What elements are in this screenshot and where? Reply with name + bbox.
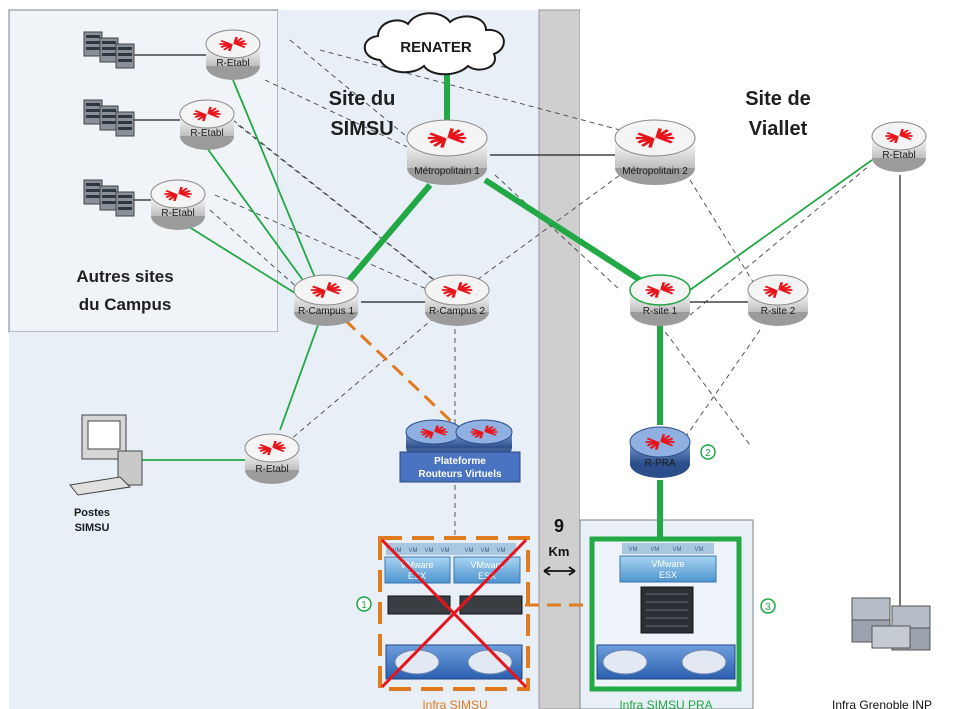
svg-text:VMware: VMware (400, 560, 433, 570)
router-site-1: R-site 1 (629, 274, 691, 326)
distance-indicator: 9 Km (543, 516, 576, 576)
router-site-2: R-site 2 (747, 274, 809, 326)
solid-links (120, 54, 901, 615)
marker-1: 1 (356, 596, 372, 612)
site-simsu-label: Site du SIMSU (329, 88, 396, 140)
router-etabl-4: R-Etabl (871, 121, 927, 172)
svg-text:2: 2 (705, 448, 711, 459)
svg-text:ESX: ESX (478, 571, 496, 581)
infra-simsu-label: Infra SIMSU (422, 698, 487, 709)
site-viallet-label: Site de Viallet (745, 88, 811, 140)
svg-text:VM: VM (629, 547, 638, 553)
infra-grenoble-label: Infra Grenoble INP (832, 698, 932, 709)
marker-3: 3 (760, 598, 776, 614)
svg-text:ESX: ESX (659, 570, 677, 580)
router-campus-1: R-Campus 1 (293, 274, 359, 326)
storage-disk-icon (681, 649, 727, 675)
svg-text:9: 9 (554, 516, 564, 536)
svg-text:Km: Km (549, 544, 570, 559)
renater-label: RENATER (400, 39, 472, 56)
infra-simsu-pra: VM VM VM VM VMware ESX Infra SIMSU PRA (589, 536, 742, 709)
svg-text:VM: VM (425, 548, 434, 554)
svg-text:Métropolitain 2: Métropolitain 2 (622, 166, 688, 177)
svg-text:Site de: Site de (745, 88, 811, 110)
svg-text:R-Etabl: R-Etabl (255, 464, 288, 475)
storage-disk-icon (394, 649, 440, 675)
svg-text:VM: VM (497, 548, 506, 554)
svg-text:R-Etabl: R-Etabl (161, 208, 194, 219)
router-etabl-3: R-Etabl (150, 179, 206, 230)
vm-row: VM VM VM VM VM VM VM (386, 543, 516, 555)
storage-disk-icon (602, 649, 648, 675)
svg-text:VM: VM (651, 547, 660, 553)
svg-text:VMware: VMware (470, 560, 503, 570)
svg-text:VM: VM (695, 547, 704, 553)
svg-text:Plateforme: Plateforme (434, 456, 486, 467)
svg-text:VM: VM (481, 548, 490, 554)
svg-text:R-Campus 1: R-Campus 1 (298, 306, 355, 317)
svg-text:VM: VM (441, 548, 450, 554)
router-metropolitain-1: Métropolitain 1 (406, 119, 488, 185)
dashed-links (209, 39, 871, 540)
green-links (140, 79, 873, 461)
svg-text:Viallet: Viallet (749, 118, 808, 140)
virtual-router-platform: Plateforme Routeurs Virtuels (399, 419, 521, 483)
svg-text:Métropolitain 1: Métropolitain 1 (414, 166, 480, 177)
router-campus-2: R-Campus 2 (424, 274, 490, 326)
svg-text:R-site 2: R-site 2 (761, 306, 796, 317)
svg-text:Autres sites: Autres sites (76, 267, 173, 286)
marker-2: 2 (700, 444, 716, 460)
infra-grenoble: Infra Grenoble INP (832, 597, 932, 709)
router-metropolitain-2: Métropolitain 2 (614, 119, 696, 185)
green-thick-links (342, 70, 663, 540)
svg-text:SIMSU: SIMSU (75, 522, 110, 534)
router-etabl-1: R-Etabl (205, 29, 261, 80)
renater-cloud: RENATER (363, 12, 505, 76)
site-campus-label: Autres sites du Campus (76, 267, 173, 314)
router-etabl-2: R-Etabl (179, 99, 235, 150)
svg-text:R-site 1: R-site 1 (643, 306, 678, 317)
infra-simsu-pra-label: Infra SIMSU PRA (619, 698, 712, 709)
svg-text:3: 3 (765, 602, 771, 613)
svg-text:SIMSU: SIMSU (330, 118, 393, 140)
svg-text:Routeurs Virtuels: Routeurs Virtuels (418, 469, 502, 480)
router-etabl-5: R-Etabl (244, 433, 300, 484)
svg-text:Postes: Postes (74, 507, 110, 519)
svg-text:R-Etabl: R-Etabl (216, 58, 249, 69)
computer-icon (69, 414, 143, 496)
svg-text:du Campus: du Campus (79, 295, 172, 314)
svg-text:R-Etabl: R-Etabl (882, 150, 915, 161)
svg-text:VM: VM (393, 548, 402, 554)
svg-text:R-PRA: R-PRA (644, 458, 675, 469)
infra-simsu: VM VM VM VM VM VM VM VMware ESX VMware E… (378, 536, 530, 709)
svg-text:VM: VM (409, 548, 418, 554)
server-stack-icon (851, 597, 931, 651)
svg-text:VMware: VMware (651, 559, 684, 569)
router-pra: R-PRA (629, 426, 691, 478)
svg-text:1: 1 (361, 600, 367, 611)
svg-text:VM: VM (673, 547, 682, 553)
postes-simsu-label: Postes SIMSU (74, 507, 110, 534)
svg-text:Site du: Site du (329, 88, 396, 110)
storage-disk-icon (467, 649, 513, 675)
svg-text:VM: VM (465, 548, 474, 554)
svg-text:R-Campus 2: R-Campus 2 (429, 306, 486, 317)
svg-text:R-Etabl: R-Etabl (190, 128, 223, 139)
